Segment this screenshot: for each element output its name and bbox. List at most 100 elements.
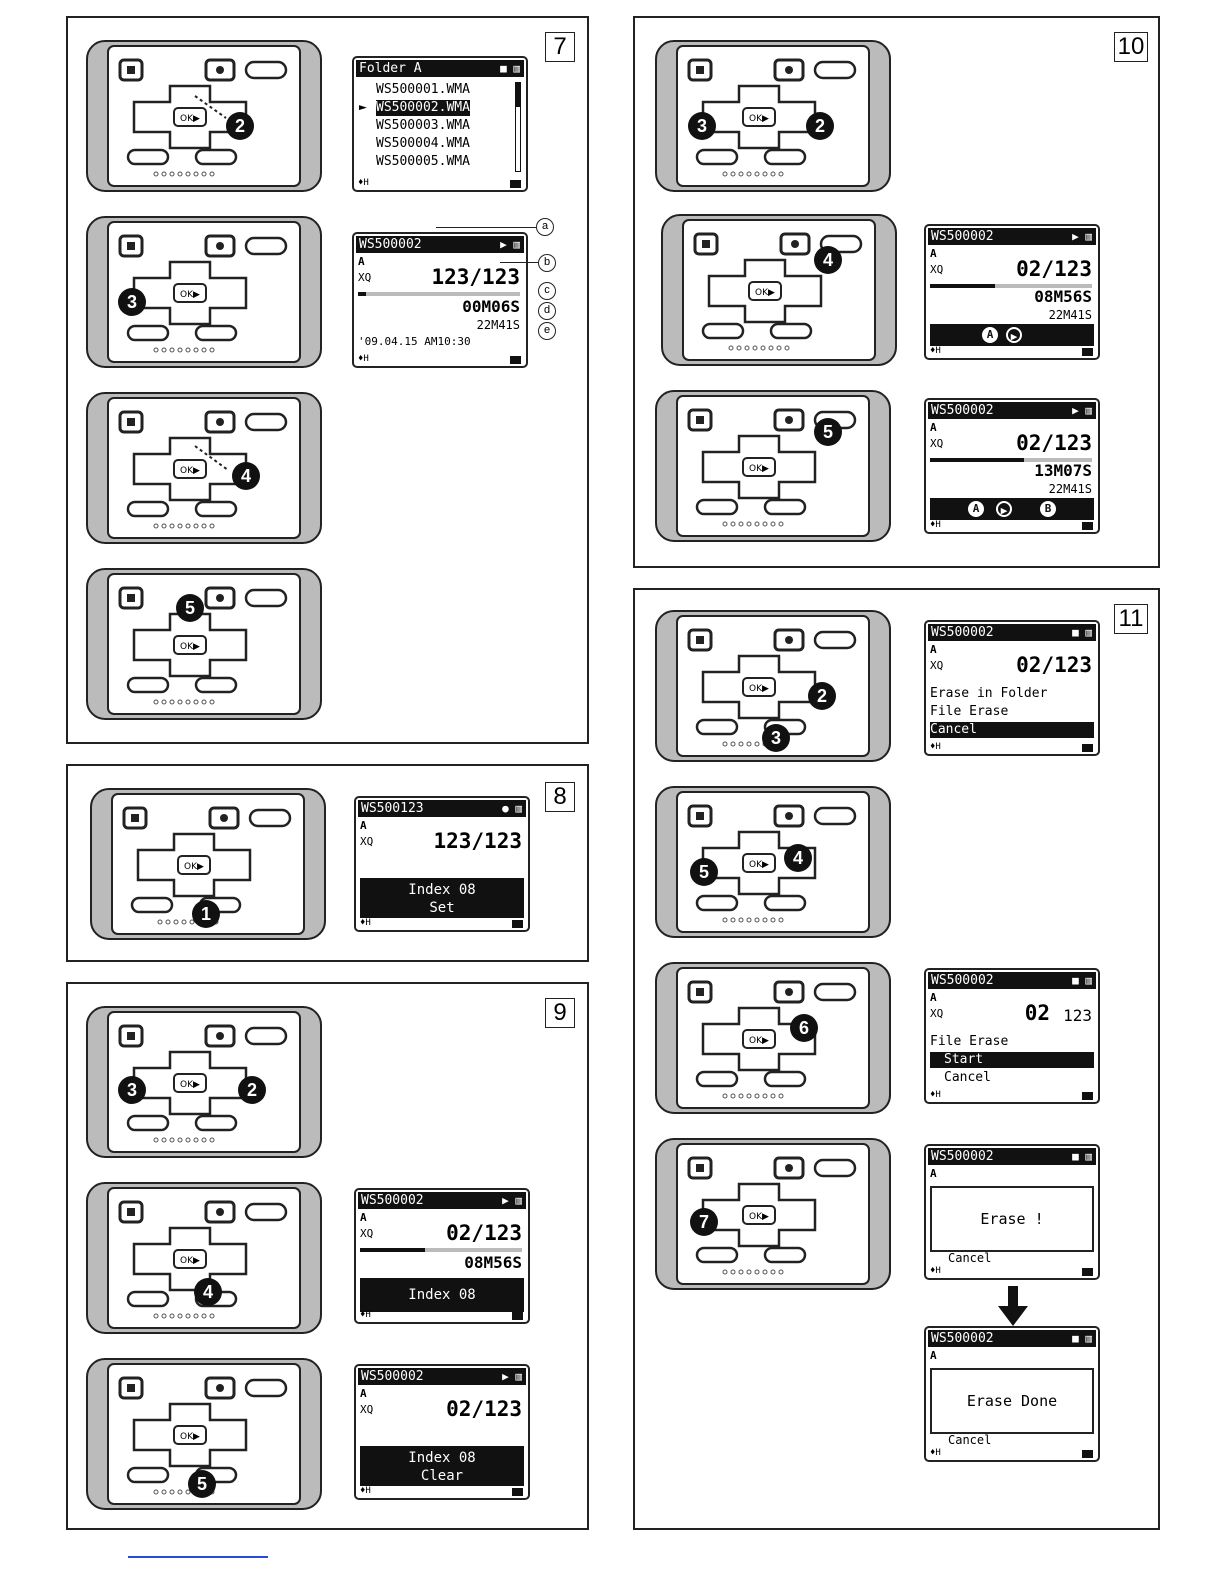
folder-icon [512,1312,523,1320]
svg-text:OK▶: OK▶ [749,860,769,870]
lcd-screen-11d: WS500002■ ▥ A Erase Done Cancel ♦H [924,1326,1100,1462]
screen-title: WS500002 [361,1369,424,1384]
lcd-screen-10b: WS500002▶ ▥ A XQ 02/123 13M07S 22M41S A▶… [924,398,1100,534]
svg-text:OK▶: OK▶ [184,862,204,872]
recorder-device-10-3: OK▶ [655,390,891,542]
svg-text:OK▶: OK▶ [755,288,775,298]
mic-icon: ♦H [930,1090,941,1100]
battery-icon: ▶ ▥ [500,238,520,251]
file-count: 02/123 [1016,431,1092,455]
folder-label: A [930,991,937,1004]
svg-text:OK▶: OK▶ [180,114,200,124]
file-count: 02/123 [446,1221,522,1245]
svg-text:OK▶: OK▶ [180,466,200,476]
menu-item-start[interactable]: Start [930,1052,1094,1068]
mic-icon: ♦H [930,346,941,356]
battery-icon: ▶ ▥ [502,1370,522,1383]
battery-icon: ▶ ▥ [1072,230,1092,243]
recorder-device-11-4: OK▶ [655,1138,891,1290]
file-count: 02/123 [1016,257,1092,281]
recorder-device-11-1: OK▶ [655,610,891,762]
mode-label: XQ [360,1403,374,1416]
folder-label: A [930,1349,937,1362]
menu-title: File Erase [930,1034,1009,1049]
mode-label: XQ [930,1007,944,1020]
folder-icon [1082,1092,1093,1100]
label-d: d [538,302,556,320]
list-item: WS500004.WMA [376,136,470,151]
menu-item-cancel[interactable]: Cancel [944,1070,991,1085]
erase-popup: Erase ! [930,1186,1094,1252]
folder-icon [512,920,523,928]
mode-label: XQ [930,263,944,276]
label-c: c [538,282,556,300]
recorder-device-7-4: OK▶ [86,568,322,720]
mic-icon: ♦H [930,520,941,530]
lcd-screen-9a: WS500002▶ ▥ A XQ 02/123 08M56S Index 08 … [354,1188,530,1324]
recorder-device-9-2: OK▶ [86,1182,322,1334]
screen-title: WS500123 [361,801,424,816]
recorder-device-7-3: OK▶ [86,392,322,544]
menu-item-cancel: Cancel [948,1433,992,1447]
progress-bar [360,1248,522,1252]
screen-title: WS500002 [931,229,994,244]
menu-item-file-erase[interactable]: File Erase [930,704,1009,719]
label-line [436,227,536,228]
recorder-device-9-3: OK▶ [86,1358,322,1510]
folder-icon [510,180,521,188]
ab-repeat-bar: A ▶ B [930,498,1094,520]
label-b: b [538,254,556,272]
lcd-screen-11b: WS500002■ ▥ A XQ 02 123 File Erase Start… [924,968,1100,1104]
folder-label: A [360,819,367,832]
folder-label: A [358,255,365,268]
menu-item-erase-in-folder[interactable]: Erase in Folder [930,686,1048,701]
mic-icon: ♦H [930,1266,941,1276]
file-count: 02 [1024,1001,1050,1025]
recorder-device-11-2: OK▶ [655,786,891,938]
step-number-8: 8 [545,782,575,812]
play-icon: ► [359,100,367,115]
list-item-selected: WS500002.WMA [376,100,470,116]
mic-icon: ♦H [360,1310,371,1320]
mark-a: A [968,501,984,517]
folder-label: A [360,1211,367,1224]
mic-icon: ♦H [360,918,371,928]
file-total: 123 [1063,1006,1092,1025]
total-time: 22M41S [1048,308,1092,322]
mode-label: XQ [360,1227,374,1240]
recorder-device-9-1: OK▶ [86,1006,322,1158]
svg-text:OK▶: OK▶ [180,1256,200,1266]
mode-label: XQ [358,271,372,284]
file-count: 123/123 [433,829,522,853]
screen-title: WS500002 [931,1331,994,1346]
screen-title: WS500002 [931,403,994,418]
mic-icon: ♦H [358,178,369,188]
folder-icon [1082,1268,1093,1276]
record-icon: ● ▥ [502,802,522,815]
screen-title: Folder A [359,61,422,76]
folder-icon [1082,1450,1093,1458]
total-time: 22M41S [1048,482,1092,496]
play-icon: ▶ [996,501,1012,517]
stop-icon: ■ ▥ [1072,626,1092,639]
menu-item-cancel[interactable]: Cancel [930,722,1094,738]
recorder-device-11-3: OK▶ [655,962,891,1114]
stop-icon: ■ ▥ [1072,1332,1092,1345]
list-item: WS500005.WMA [376,154,470,169]
file-count: 123/123 [431,265,520,289]
svg-text:OK▶: OK▶ [749,1036,769,1046]
recorder-device-10-1: OK▶ [655,40,891,192]
mode-label: XQ [360,835,374,848]
lcd-screen-7b: WS500002▶ ▥ A XQ 123/123 00M06S 22M41S '… [352,232,528,368]
recording-date: '09.04.15 AM10:30 [358,335,471,348]
battery-icon: ▶ ▥ [502,1194,522,1207]
mark-b: B [1040,501,1056,517]
step-number-10: 10 [1114,32,1148,62]
total-time: 22M41S [476,318,520,332]
elapsed-time: 13M07S [1034,461,1092,480]
recorder-device-7-1: OK▶ [86,40,322,192]
svg-text:OK▶: OK▶ [749,114,769,124]
screen-title: WS500002 [931,625,994,640]
